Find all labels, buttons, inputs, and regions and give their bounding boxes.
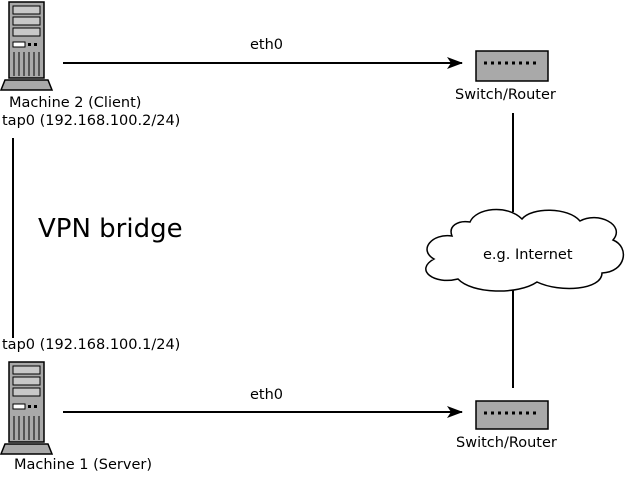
server-tap-label: tap0 (192.168.100.1/24) bbox=[2, 337, 181, 353]
top-link-label: eth0 bbox=[250, 37, 284, 53]
server-name-label: Machine 1 (Server) bbox=[14, 457, 153, 473]
client-tap-label: tap0 (192.168.100.2/24) bbox=[2, 113, 181, 129]
vpn-bridge-title: VPN bridge bbox=[38, 214, 183, 244]
cloud-label: e.g. Internet bbox=[483, 247, 573, 263]
switch-bottom-icon bbox=[475, 400, 549, 430]
bottom-link-label: eth0 bbox=[250, 387, 284, 403]
switch-top-label: Switch/Router bbox=[455, 87, 556, 103]
client-server-icon bbox=[0, 1, 54, 91]
internet-cloud-icon bbox=[425, 208, 625, 292]
client-name-label: Machine 2 (Client) bbox=[9, 95, 142, 111]
server-server-icon bbox=[0, 361, 54, 455]
switch-bottom-label: Switch/Router bbox=[456, 435, 557, 451]
switch-top-icon bbox=[475, 50, 549, 82]
